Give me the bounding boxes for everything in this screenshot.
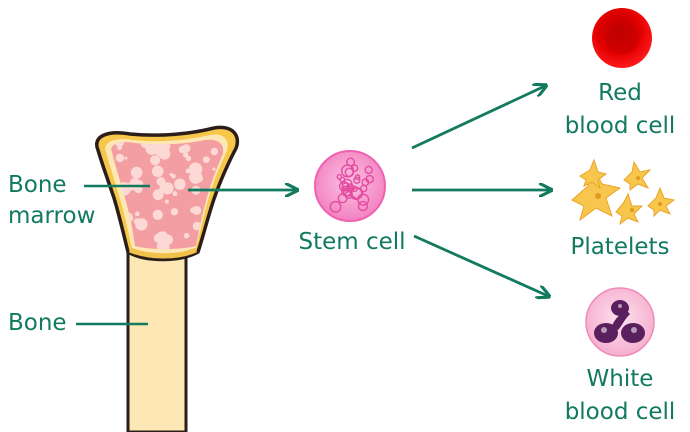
white-blood-cell-label-line2: blood cell xyxy=(564,399,676,425)
stem-cell-texture xyxy=(346,157,356,167)
stem-cell-texture xyxy=(361,178,370,187)
marrow-texture-dot xyxy=(111,219,115,228)
marrow-texture-dot xyxy=(115,153,125,163)
marrow-texture-dot xyxy=(183,232,190,239)
marrow-texture-dot xyxy=(169,173,173,177)
marrow-texture-dot xyxy=(134,181,138,185)
marrow-texture-dot xyxy=(192,221,202,231)
stem-cell-texture xyxy=(344,167,355,178)
platelets-label: Platelets xyxy=(570,234,670,260)
marrow-texture-dot xyxy=(133,218,141,225)
marrow-texture-dot xyxy=(164,199,169,204)
stem-cell-texture xyxy=(349,187,363,201)
marrow-texture-dot xyxy=(185,155,192,162)
marrow-texture-dot xyxy=(178,145,187,154)
marrow-texture-dot xyxy=(174,178,186,190)
stem-cell-icon xyxy=(314,150,386,222)
stem-cell-texture xyxy=(337,193,348,204)
red-blood-cell-label-line2: blood cell xyxy=(564,113,676,139)
red-blood-cell-icon xyxy=(592,8,652,68)
marrow-texture-dot xyxy=(154,141,169,156)
marrow-texture-dot xyxy=(130,166,143,179)
marrow-texture-dot xyxy=(210,147,219,156)
marrow-texture-dot xyxy=(152,189,164,201)
white-blood-cell-icon xyxy=(585,287,655,357)
marrow-texture-dot xyxy=(152,209,163,220)
marrow-texture-dot xyxy=(190,207,197,214)
bone-marrow-label-line2: marrow xyxy=(8,203,96,229)
marrow-texture-dot xyxy=(151,165,164,178)
stem-cell-texture xyxy=(357,200,369,212)
marrow-texture-dot xyxy=(156,240,170,249)
marrow-texture-dot xyxy=(189,170,203,184)
marrow-texture-dot xyxy=(117,145,123,150)
marrow-texture-dot xyxy=(156,177,166,186)
marrow-texture-dot xyxy=(159,185,166,192)
marrow-texture-dot xyxy=(116,239,122,245)
stem-cell-texture xyxy=(336,173,343,180)
marrow-texture-dot xyxy=(170,208,179,216)
platelets-icon xyxy=(571,158,676,226)
marrow-texture-dot xyxy=(216,235,224,249)
marrow-texture-dot xyxy=(134,211,140,217)
marrow-texture-dot xyxy=(219,194,223,199)
stem-cell-texture xyxy=(341,182,351,192)
marrow-texture-dot xyxy=(218,203,224,216)
marrow-texture-dot xyxy=(172,191,178,197)
stem-cell-texture xyxy=(364,165,373,175)
arrow-stem-to-red xyxy=(411,86,545,150)
red-blood-cell-label-line1: Red xyxy=(598,80,642,106)
bone-marrow-label-line1: Bone xyxy=(8,172,67,198)
bone-label: Bone xyxy=(8,310,67,336)
marrow-texture-dot xyxy=(161,182,174,195)
bone-icon xyxy=(95,125,240,432)
arrow-stem-to-white xyxy=(413,234,548,296)
marrow-texture-dot xyxy=(150,155,161,166)
white-blood-cell-label-line1: White xyxy=(586,366,654,392)
marrow-texture-dot xyxy=(124,156,128,160)
marrow-texture-dot xyxy=(202,156,210,164)
marrow-texture-dot xyxy=(222,210,224,215)
stem-cell-texture xyxy=(353,176,361,184)
stem-cell-texture xyxy=(329,200,342,213)
stem-cell-texture xyxy=(342,187,353,197)
marrow-texture-dot xyxy=(212,167,216,171)
stem-cell-label: Stem cell xyxy=(298,229,406,255)
marrow-texture-dot xyxy=(153,233,163,243)
marrow-texture-dot xyxy=(111,236,123,249)
